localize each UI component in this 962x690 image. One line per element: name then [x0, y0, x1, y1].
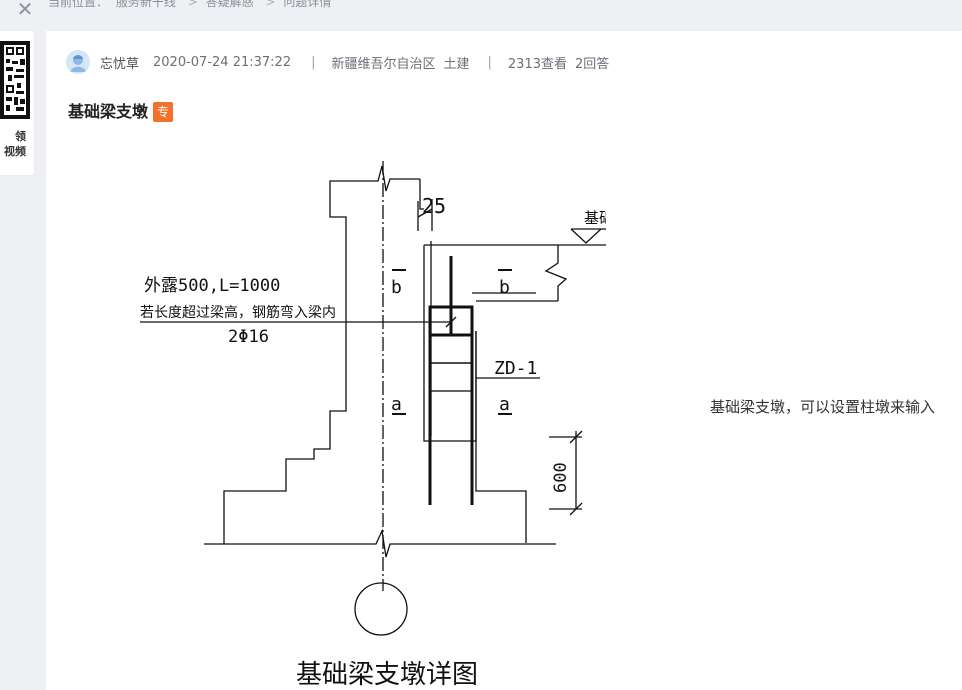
qr-caption-line1: 领 — [15, 130, 26, 143]
beam-top-elevation-label: 基础梁顶标高 — [584, 209, 606, 227]
dim-25-label: 25 — [422, 194, 446, 218]
foundation-base — [204, 528, 556, 558]
expert-badge: 专 — [153, 102, 174, 122]
section-b-left: b — [391, 277, 402, 298]
answer-count: 2回答 — [575, 56, 610, 72]
question-panel: 忘忧草 2020-07-24 21:37:22 | 新疆维吾尔自治区 土建 | … — [46, 31, 962, 690]
breadcrumb-separator: > — [265, 0, 276, 9]
meta-divider: | — [487, 54, 492, 70]
section-a-right: a — [499, 394, 510, 415]
view-count: 2313查看 — [507, 56, 567, 72]
question-meta: 忘忧草 2020-07-24 21:37:22 | 新疆维吾尔自治区 土建 | … — [66, 50, 609, 74]
breadcrumb-item-service[interactable]: 服务新干线 — [115, 0, 176, 9]
dim-600-label: 600 — [551, 462, 571, 493]
foundation-outline-left — [223, 180, 376, 544]
breadcrumb: 当前位置： 服务新干线 > 答疑解惑 > 问题详情 — [48, 0, 335, 13]
region: 新疆维吾尔自治区 — [331, 56, 436, 72]
break-symbol-top — [376, 165, 420, 192]
axis-bubble — [354, 582, 408, 636]
qr-caption-line2: 视频 — [4, 145, 26, 158]
meta-divider: | — [311, 54, 316, 70]
question-body-text: 基础梁支墩，可以设置柱墩来输入 — [710, 398, 936, 416]
avatar[interactable] — [66, 50, 90, 74]
breadcrumb-prefix: 当前位置： — [48, 0, 109, 9]
breadcrumb-item-qa[interactable]: 答疑解惑 — [205, 0, 254, 9]
detail-drawing-image: 25 基础梁顶标高 外露500,L=1000 若长度超过梁高，钢筋弯入梁内 2Φ… — [140, 161, 606, 690]
bend-note-label: 若长度超过梁高，钢筋弯入梁内 — [140, 304, 336, 321]
breadcrumb-separator: > — [187, 0, 198, 9]
post-datetime: 2020-07-24 21:37:22 — [153, 54, 292, 70]
breadcrumb-item-detail: 问题详情 — [283, 0, 332, 9]
section-a-left: a — [391, 394, 402, 415]
expose-length-label: 外露500,L=1000 — [144, 276, 280, 296]
pier-id-label: ZD-1 — [494, 358, 537, 379]
avatar-icon — [66, 50, 90, 74]
qr-code-card[interactable]: 领 视频 — [0, 31, 34, 175]
rebar-spec-label: 2Φ16 — [228, 327, 269, 347]
section-b-right: b — [499, 277, 510, 298]
user-name[interactable]: 忘忧草 — [100, 56, 140, 72]
close-icon[interactable]: ✕ — [16, 0, 34, 21]
qr-code-icon — [0, 39, 34, 125]
category: 土建 — [443, 56, 470, 72]
question-title-row: 基础梁支墩 专 — [68, 98, 174, 122]
drawing-caption: 基础梁支墩详图 — [296, 660, 478, 690]
question-title: 基础梁支墩 — [68, 102, 149, 121]
foundation-outline-right — [419, 179, 424, 210]
